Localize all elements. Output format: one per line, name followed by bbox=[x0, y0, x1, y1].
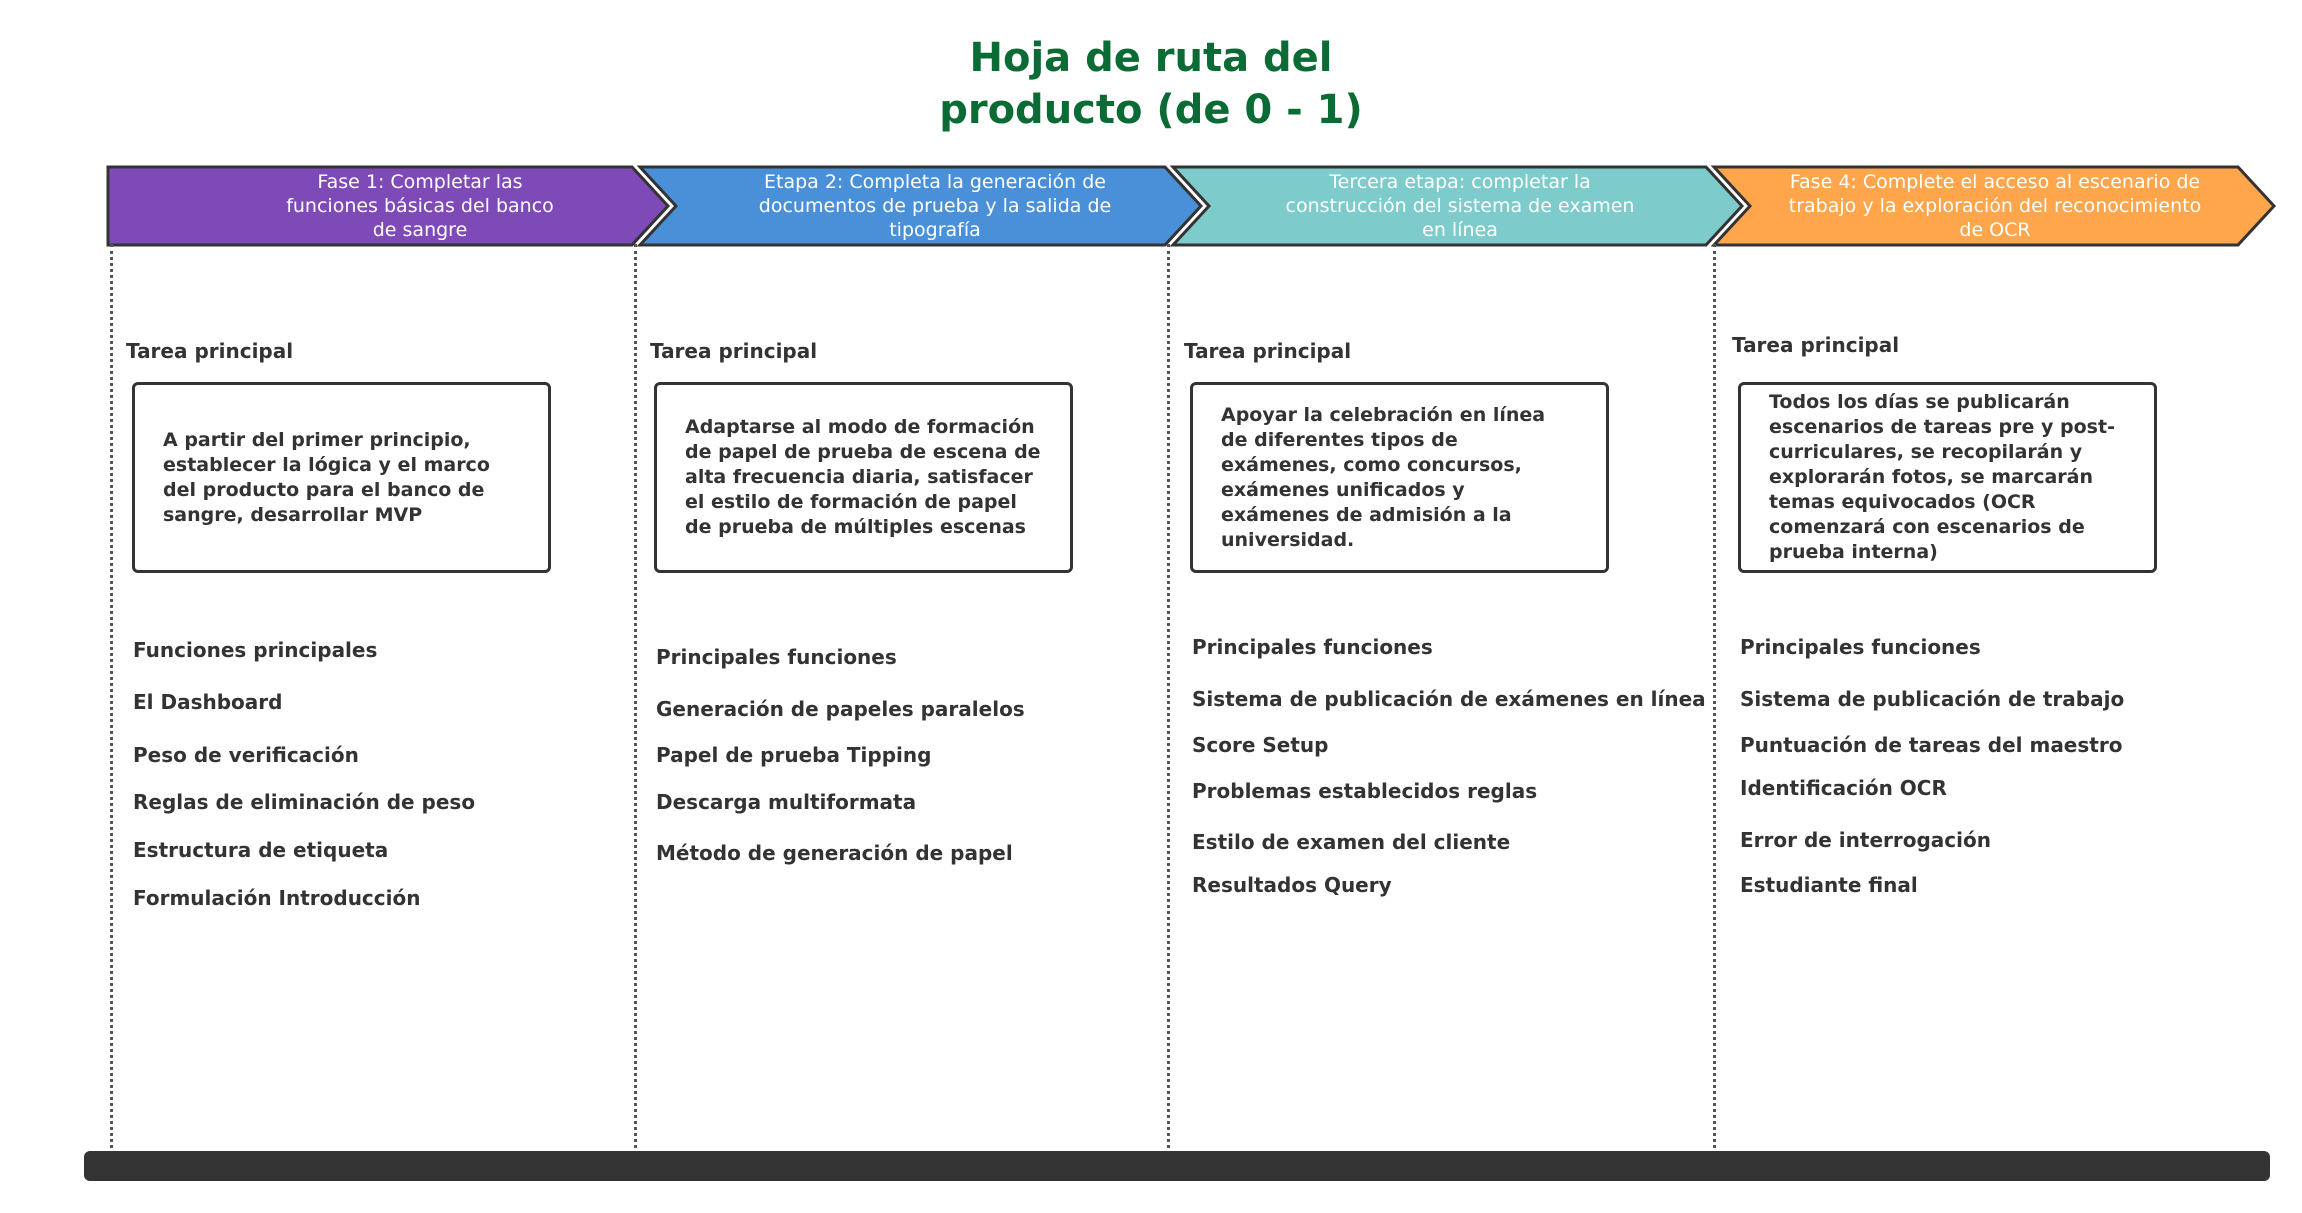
phase-1-divider bbox=[110, 244, 113, 1154]
phase-2-task-heading: Tarea principal bbox=[650, 339, 818, 363]
phase-3-feature-1: Principales funciones bbox=[1192, 635, 1433, 659]
phase-4-task-heading: Tarea principal bbox=[1732, 333, 1900, 357]
phase-4-feature-6: Estudiante final bbox=[1740, 873, 1918, 897]
phase-4-feature-5: Error de interrogación bbox=[1740, 828, 1991, 852]
phase-2-feature-2: Generación de papeles paralelos bbox=[656, 697, 1025, 721]
phase-2-feature-1: Principales funciones bbox=[656, 645, 897, 669]
phase-3-feature-5: Estilo de examen del cliente bbox=[1192, 830, 1511, 854]
phase-1-feature-1: Funciones principales bbox=[133, 638, 378, 662]
phase-2-label: Etapa 2: Completa la generación de docum… bbox=[758, 171, 1112, 241]
phase-3-feature-2: Sistema de publicación de exámenes en lí… bbox=[1192, 687, 1706, 711]
phase-4-task-text: Todos los días se publicarán escenarios … bbox=[1769, 391, 2115, 563]
page-title: Hoja de ruta del producto (de 0 - 1) bbox=[0, 32, 2302, 136]
phase-1-feature-5: Estructura de etiqueta bbox=[133, 838, 389, 862]
phase-4-feature-1: Principales funciones bbox=[1740, 635, 1981, 659]
phase-2-divider bbox=[634, 244, 637, 1154]
phase-4-divider bbox=[1713, 244, 1716, 1154]
phase-2-feature-4: Descarga multiformata bbox=[656, 790, 917, 814]
phase-2-task-text: Adaptarse al modo de formación de papel … bbox=[685, 416, 1041, 538]
phase-3-arrow[interactable] bbox=[1169, 165, 1745, 247]
phase-2-arrow[interactable] bbox=[636, 165, 1204, 247]
phase-1-feature-3: Peso de verificación bbox=[133, 743, 359, 767]
phase-4-feature-3: Puntuación de tareas del maestro bbox=[1740, 733, 2123, 757]
phase-4-feature-4: Identificación OCR bbox=[1740, 776, 1947, 800]
title-line-1: Hoja de ruta del bbox=[969, 35, 1333, 81]
phase-3-feature-6: Resultados Query bbox=[1192, 873, 1392, 897]
phase-2-feature-5: Método de generación de papel bbox=[656, 841, 1013, 865]
phase-1-feature-6: Formulación Introducción bbox=[133, 886, 421, 910]
title-line-2: producto (de 0 - 1) bbox=[939, 87, 1363, 133]
phase-2-feature-3: Papel de prueba Tipping bbox=[656, 743, 932, 767]
phase-1-task-text: A partir del primer principio, establece… bbox=[163, 428, 490, 526]
phase-2-task-box: Adaptarse al modo de formación de papel … bbox=[654, 382, 1073, 573]
phase-3-task-box: Apoyar la celebración en línea de difere… bbox=[1190, 382, 1609, 573]
phase-3-task-heading: Tarea principal bbox=[1184, 339, 1352, 363]
timeline-bar bbox=[84, 1151, 2270, 1181]
phase-1-task-box: A partir del primer principio, establece… bbox=[132, 382, 551, 573]
phase-3-feature-4: Problemas establecidos reglas bbox=[1192, 779, 1538, 803]
phase-1-task-heading: Tarea principal bbox=[126, 339, 294, 363]
phase-4-feature-2: Sistema de publicación de trabajo bbox=[1740, 687, 2125, 711]
phase-3-feature-3: Score Setup bbox=[1192, 733, 1329, 757]
phase-1-label: Fase 1: Completar las funciones básicas … bbox=[286, 171, 554, 241]
phase-1-arrow[interactable] bbox=[106, 165, 671, 247]
phase-4-arrow[interactable] bbox=[1710, 165, 2277, 247]
phase-4-task-box: Todos los días se publicarán escenarios … bbox=[1738, 382, 2157, 573]
phase-4-label: Fase 4: Complete el acceso al escenario … bbox=[1788, 171, 2202, 241]
phase-3-label: Tercera etapa: completar la construcción… bbox=[1285, 171, 1635, 241]
phase-3-divider bbox=[1167, 244, 1170, 1154]
phase-1-feature-4: Reglas de eliminación de peso bbox=[133, 790, 476, 814]
phase-arrows bbox=[106, 165, 2277, 247]
phase-1-feature-2: El Dashboard bbox=[133, 690, 283, 714]
phase-3-task-text: Apoyar la celebración en línea de difere… bbox=[1221, 403, 1546, 551]
